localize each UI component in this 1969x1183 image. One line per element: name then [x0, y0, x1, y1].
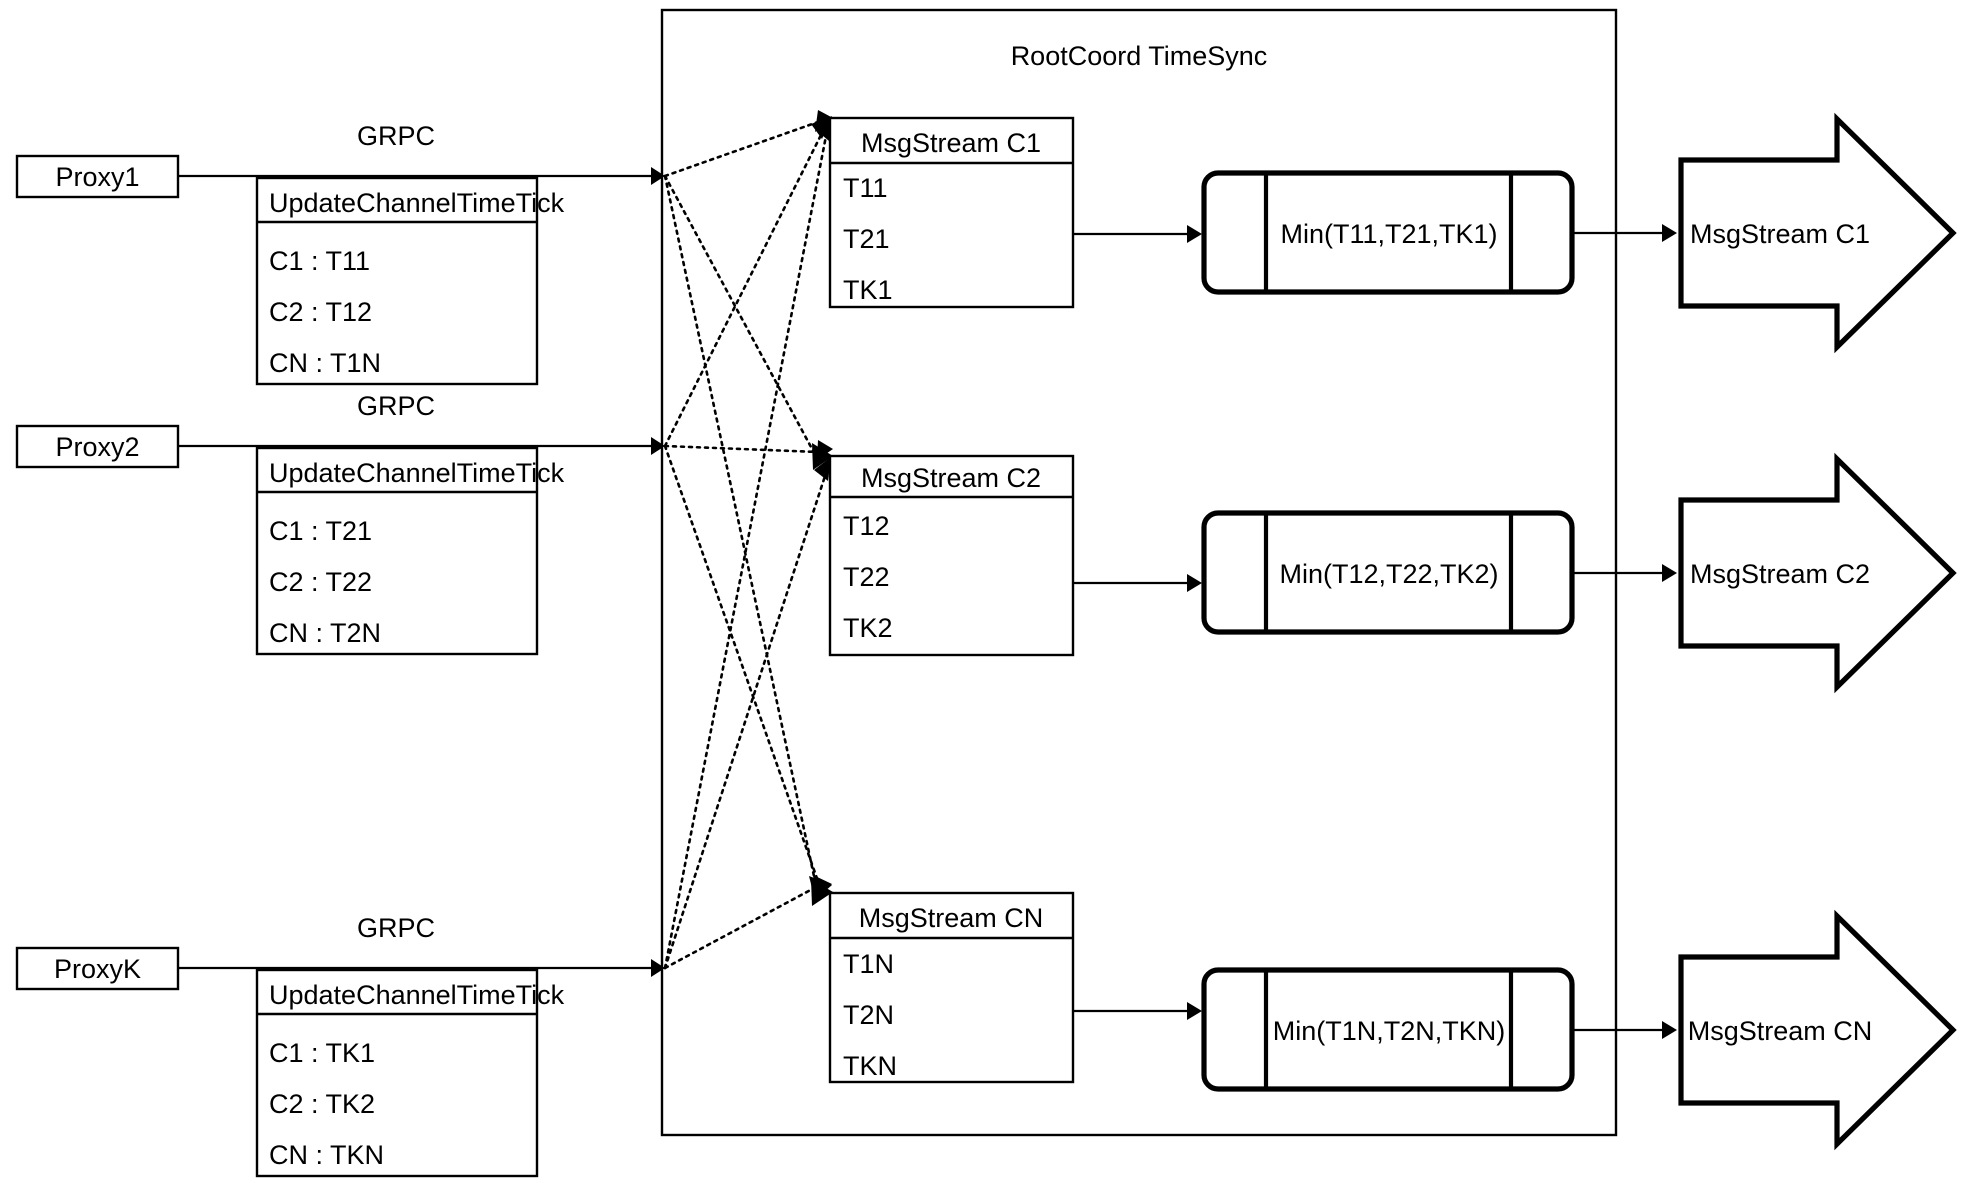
- proxy-group-3[interactable]: ProxyK: [15, 946, 180, 991]
- proxy-group-2[interactable]: Proxy2: [15, 424, 180, 469]
- proxy-box-2[interactable]: [15, 424, 180, 469]
- proxy-box-3[interactable]: [15, 946, 180, 991]
- rpc-card-row-2-2: CN : T2N: [269, 618, 381, 648]
- dispatch-edges-from-proxy-3: [663, 117, 832, 970]
- proxy-label-2: Proxy2: [55, 432, 139, 462]
- msgstream-to-min-connector-3: [1073, 1002, 1202, 1020]
- msgstream-border-3: [828, 891, 1075, 1084]
- msgstream-title-2: MsgStream C2: [861, 463, 1041, 493]
- min-to-output-connector-2: [1572, 564, 1677, 582]
- rpc-card-border-3: [255, 968, 539, 1178]
- rpc-card-title-1: UpdateChannelTimeTick: [269, 188, 565, 218]
- dispatch-edge-3-3: [663, 884, 820, 970]
- msgstream-row-2-0: T12: [843, 511, 890, 541]
- grpc-connector-2: [178, 437, 665, 455]
- rpc-card-3: UpdateChannelTimeTick C1 : TK1 C2 : TK2 …: [255, 968, 565, 1178]
- output-arrow-shape-2: MsgStream C2: [1678, 452, 1957, 694]
- msgstream-card-2: MsgStream C2 T12 T22 TK2: [828, 454, 1075, 657]
- dispatch-edge-1-2: [663, 174, 820, 462]
- container-title: RootCoord TimeSync: [1011, 41, 1268, 71]
- rpc-card-title-3: UpdateChannelTimeTick: [269, 980, 565, 1010]
- min-process-box-2: Min(T12,T22,TK2): [1201, 510, 1575, 635]
- min-label-1: Min(T11,T21,TK1): [1280, 219, 1497, 249]
- msgstream-card-3: MsgStream CN T1N T2N TKN: [828, 891, 1075, 1084]
- output-arrow-border-2: [1678, 452, 1957, 694]
- grpc-label-2: GRPC: [357, 391, 435, 421]
- msgstream-card-1: MsgStream C1 T11 T21 TK1: [828, 116, 1075, 309]
- msgstream-to-min-connector-2: [1073, 574, 1202, 592]
- msgstream-row-1-1: T21: [843, 224, 890, 254]
- msgstream-row-3-1: T2N: [843, 1000, 894, 1030]
- msgstream-to-min-connector-1: [1073, 225, 1202, 243]
- output-label-2: MsgStream C2: [1690, 559, 1870, 589]
- rpc-card-border-2: [255, 446, 539, 656]
- rpc-card-row-1-2: CN : T1N: [269, 348, 381, 378]
- min-process-box-3: Min(T1N,T2N,TKN): [1201, 967, 1575, 1092]
- dispatch-edge-1-1: [663, 120, 820, 178]
- min-label-3: Min(T1N,T2N,TKN): [1273, 1016, 1506, 1046]
- min-to-output-connector-3: [1572, 1021, 1677, 1039]
- rpc-card-row-3-0: C1 : TK1: [269, 1038, 375, 1068]
- output-arrow-shape-3: MsgStream CN: [1678, 909, 1957, 1151]
- output-label-1: MsgStream C1: [1690, 219, 1870, 249]
- msgstream-row-1-0: T11: [843, 173, 888, 203]
- rpc-card-row-3-2: CN : TKN: [269, 1140, 384, 1170]
- rpc-card-row-2-1: C2 : T22: [269, 567, 372, 597]
- grpc-label-3: GRPC: [357, 913, 435, 943]
- msgstream-row-1-2: TK1: [843, 275, 893, 305]
- msgstream-row-3-2: TKN: [843, 1051, 897, 1081]
- grpc-connector-1: [178, 167, 665, 185]
- output-arrow-shape-1: MsgStream C1: [1678, 112, 1957, 354]
- proxy-label-1: Proxy1: [55, 162, 139, 192]
- dispatch-edge-2-2: [663, 444, 820, 454]
- rpc-card-title-2: UpdateChannelTimeTick: [269, 458, 565, 488]
- dispatch-edge-2-1: [663, 131, 824, 448]
- msgstream-border-2: [828, 454, 1075, 657]
- rpc-card-row-2-0: C1 : T21: [269, 516, 372, 546]
- dispatch-edge-1-3: [663, 174, 820, 897]
- dispatch-edge-2-3: [663, 444, 822, 889]
- proxy-box-1[interactable]: [15, 154, 180, 199]
- output-arrow-border-1: [1678, 112, 1957, 354]
- min-process-box-1: Min(T11,T21,TK1): [1201, 170, 1575, 295]
- rpc-card-2: UpdateChannelTimeTick C1 : T21 C2 : T22 …: [255, 446, 565, 656]
- rpc-card-row-1-0: C1 : T11: [269, 246, 370, 276]
- msgstream-row-2-1: T22: [843, 562, 890, 592]
- msgstream-title-3: MsgStream CN: [859, 903, 1044, 933]
- msgstream-border-1: [828, 116, 1075, 309]
- rpc-card-row-3-1: C2 : TK2: [269, 1089, 375, 1119]
- grpc-connector-3: [178, 959, 665, 977]
- output-label-3: MsgStream CN: [1688, 1016, 1873, 1046]
- proxy-group-1[interactable]: Proxy1: [15, 154, 180, 199]
- dispatch-edge-3-2: [663, 474, 827, 970]
- msgstream-row-3-0: T1N: [843, 949, 894, 979]
- msgstream-row-2-2: TK2: [843, 613, 893, 643]
- msgstream-title-1: MsgStream C1: [861, 128, 1041, 158]
- min-label-2: Min(T12,T22,TK2): [1279, 559, 1498, 589]
- proxy-label-3: ProxyK: [54, 954, 141, 984]
- rpc-card-1: UpdateChannelTimeTick C1 : T11 C2 : T12 …: [255, 176, 565, 386]
- grpc-label-1: GRPC: [357, 121, 435, 151]
- min-to-output-connector-1: [1572, 224, 1677, 242]
- rpc-card-border-1: [255, 176, 539, 386]
- output-arrow-border-3: [1678, 909, 1957, 1151]
- dispatch-edge-3-1: [663, 134, 828, 970]
- rpc-card-row-1-1: C2 : T12: [269, 297, 372, 327]
